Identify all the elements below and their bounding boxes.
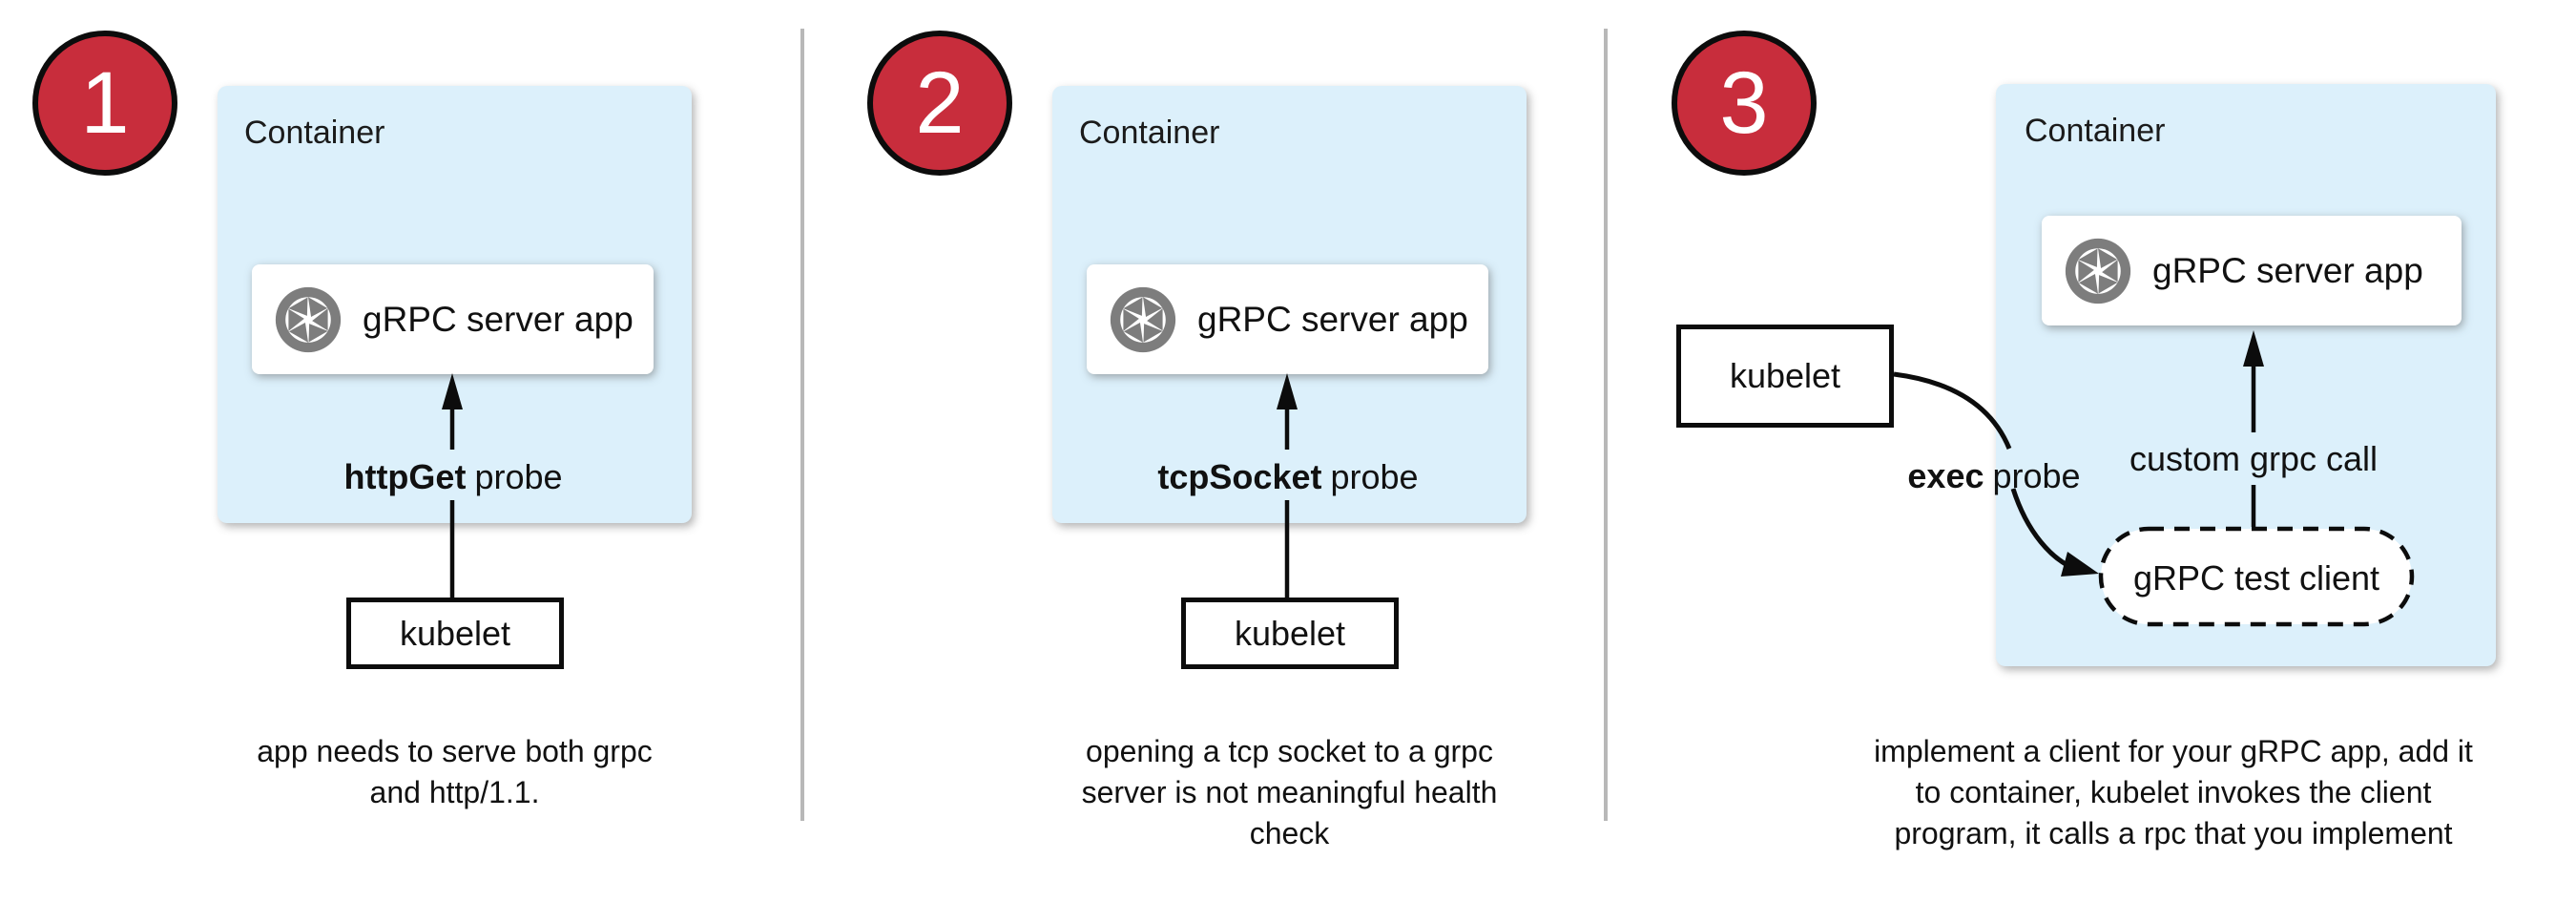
grpc-server-app-label: gRPC server app — [1197, 299, 1468, 339]
probe-keyword: tcpSocket — [1157, 457, 1322, 496]
container-label-2: Container — [1079, 115, 1220, 151]
caption-line: app needs to serve both grpc — [257, 734, 653, 768]
grpc-test-client-label: gRPC test client — [2132, 558, 2380, 598]
caption-line: check — [1249, 816, 1330, 850]
exec-arrow-curve-upper — [1893, 371, 2012, 450]
probe-word: probe — [1330, 457, 1419, 496]
custom-grpc-call-label: custom grpc call — [2129, 439, 2379, 478]
probe-word: probe — [474, 457, 563, 496]
caption-line: implement a client for your gRPC app, ad… — [1874, 734, 2473, 768]
container-label-3: Container — [2025, 113, 2166, 149]
kubelet-label: kubelet — [1729, 356, 1841, 395]
step-number: 2 — [915, 54, 965, 152]
kubelet-box-3: kubelet — [1676, 325, 1894, 428]
step-number: 1 — [80, 54, 130, 152]
kubelet-label: kubelet — [399, 613, 511, 653]
step-badge-1: 1 — [32, 31, 177, 176]
caption-3: implement a client for your gRPC app, ad… — [1853, 731, 2494, 854]
caption-line: to container, kubelet invokes the client — [1915, 775, 2432, 809]
container-label-1: Container — [244, 115, 385, 151]
grpc-server-app-label: gRPC server app — [363, 299, 634, 339]
kubelet-box-1: kubelet — [346, 598, 564, 669]
step-number: 3 — [1719, 54, 1769, 152]
aperture-icon — [275, 286, 342, 352]
panel-divider-2 — [1604, 29, 1608, 821]
probe-keyword: exec — [1907, 456, 1984, 495]
probe-word: probe — [1992, 456, 2081, 495]
step-badge-3: 3 — [1672, 31, 1817, 176]
aperture-icon — [1110, 286, 1176, 352]
grpc-server-app-box-1: gRPC server app — [252, 264, 654, 374]
caption-line: program, it calls a rpc that you impleme… — [1894, 816, 2453, 850]
grpc-server-app-label: gRPC server app — [2152, 250, 2423, 290]
kubelet-box-2: kubelet — [1181, 598, 1399, 669]
panel-divider-1 — [800, 29, 804, 821]
aperture-icon — [2065, 238, 2131, 304]
kubelet-label: kubelet — [1234, 613, 1346, 653]
caption-line: opening a tcp socket to a grpc — [1086, 734, 1493, 768]
probe-keyword: httpGet — [343, 457, 467, 496]
grpc-server-app-box-3: gRPC server app — [2042, 216, 2462, 325]
caption-line: server is not meaningful health — [1081, 775, 1498, 809]
grpc-server-app-box-2: gRPC server app — [1087, 264, 1488, 374]
caption-1: app needs to serve both grpc and http/1.… — [218, 731, 692, 813]
caption-line: and http/1.1. — [369, 775, 540, 809]
caption-2: opening a tcp socket to a grpc server is… — [1052, 731, 1527, 854]
step-badge-2: 2 — [867, 31, 1012, 176]
